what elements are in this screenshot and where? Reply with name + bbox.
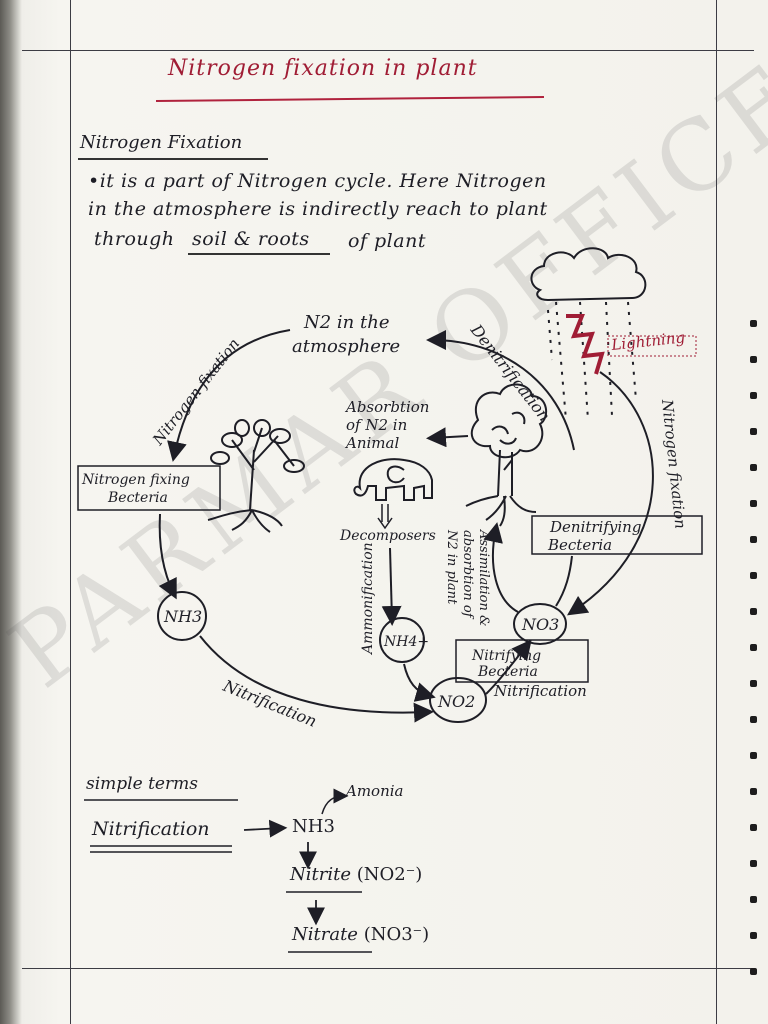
denitrification-label: Denitrification bbox=[466, 320, 554, 425]
ammonification-label: Ammonification bbox=[360, 542, 376, 656]
nh4-node-label: NH4+ bbox=[383, 634, 429, 650]
nitrogen-fixing-bacteria-line2: Becteria bbox=[107, 490, 168, 506]
nitrification-bottom-label: Nitrification bbox=[220, 676, 320, 731]
nh3-to-amonia-arrow bbox=[322, 796, 344, 814]
bacteria-to-nh3-arrow bbox=[160, 514, 174, 594]
nh3-term: NH3 bbox=[292, 816, 335, 837]
nitrite-formula: (NO2⁻) bbox=[357, 864, 423, 885]
nitrite-term: Nitrite (NO2⁻) bbox=[290, 864, 422, 885]
denitrifying-bacteria-line1: Denitrifying bbox=[549, 518, 641, 536]
assimilation-line1: Assimilation & bbox=[476, 529, 491, 627]
no3-to-denitrifying-arrow bbox=[556, 556, 572, 606]
nitrification-to-nh3-arrow bbox=[244, 828, 282, 830]
decomposers-label: Decomposers bbox=[339, 528, 436, 544]
assimilation-line3: N2 in plant bbox=[444, 529, 459, 605]
absorption-line2: of N2 in bbox=[346, 416, 407, 434]
n2-label-line1: N2 in the bbox=[303, 312, 389, 333]
simple-terms-heading: simple terms bbox=[86, 774, 198, 794]
animal-to-decomposers-arrow bbox=[378, 504, 392, 528]
nh4-to-no2-arrow bbox=[404, 664, 430, 696]
nitrifying-bacteria-line2: Becteria bbox=[477, 664, 538, 680]
nitrogen-fixation-right-label: Nitrogen fixation bbox=[658, 398, 690, 530]
plant-icon bbox=[208, 420, 304, 532]
decomposers-to-nh4-arrow bbox=[390, 548, 392, 620]
lightning-bolt-icon bbox=[566, 316, 602, 374]
no3-node-label: NO3 bbox=[521, 615, 559, 634]
nitrate-term: Nitrate (NO3⁻) bbox=[292, 924, 429, 945]
no3-to-tree-arrow bbox=[493, 528, 518, 612]
nitrate-word: Nitrate bbox=[292, 924, 358, 945]
nitrification-right-label: Nitrification bbox=[493, 682, 587, 700]
n2-label-line2: atmosphere bbox=[292, 336, 400, 357]
nh3-node-label: NH3 bbox=[163, 607, 202, 626]
lightning-label: Lightning bbox=[610, 328, 686, 354]
nitrification-term: Nitrification bbox=[92, 818, 210, 840]
amonia-term: Amonia bbox=[346, 782, 404, 800]
absorption-line3: Animal bbox=[344, 434, 399, 452]
nitrogen-fixing-bacteria-line1: Nitrogen fixing bbox=[81, 472, 190, 488]
nitrate-formula: (NO3⁻) bbox=[364, 924, 430, 945]
nitrogen-fixation-left-label: Nitrogen fixation bbox=[148, 335, 243, 449]
lightning-fixation-arrow bbox=[572, 372, 653, 612]
absorption-line1: Absorbtion bbox=[344, 398, 429, 416]
nitrifying-bacteria-line1: Nitrifying bbox=[471, 648, 541, 664]
no2-node-label: NO2 bbox=[437, 692, 475, 711]
nitrite-word: Nitrite bbox=[290, 864, 351, 885]
denitrifying-bacteria-line2: Becteria bbox=[547, 536, 612, 554]
elephant-icon bbox=[354, 459, 432, 500]
tree-to-animal-arrow bbox=[432, 436, 468, 438]
assimilation-line2: absorbtion of bbox=[460, 530, 475, 620]
